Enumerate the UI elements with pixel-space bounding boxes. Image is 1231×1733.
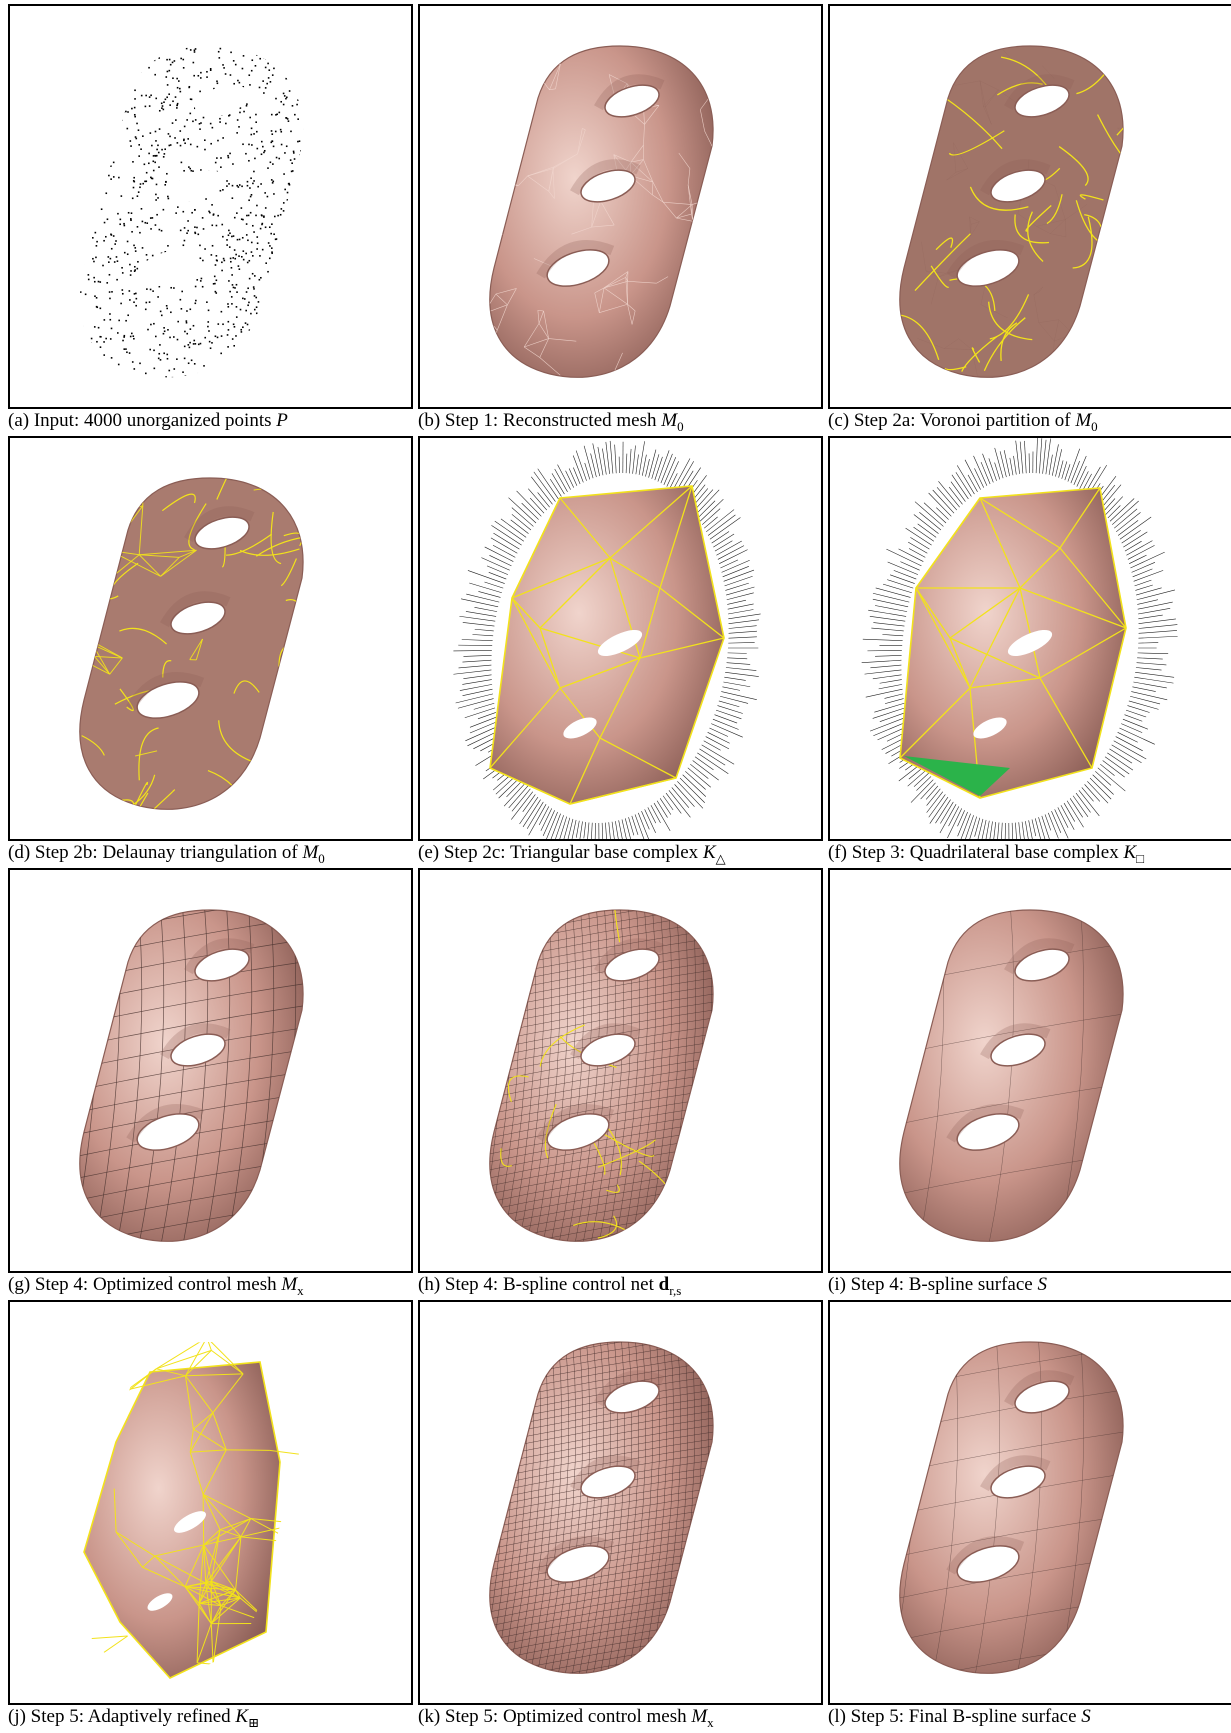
caption-symbol: M	[661, 410, 677, 431]
panel-figure	[420, 438, 821, 839]
panel-b: (b) Step 1: Reconstructed mesh M0	[418, 4, 823, 434]
panel-figure	[830, 438, 1231, 839]
panel-g: (g) Step 4: Optimized control mesh Mx	[8, 868, 413, 1298]
caption-subscript: x	[297, 1283, 304, 1298]
caption-subscript: x	[707, 1715, 714, 1730]
panel-caption: (b) Step 1: Reconstructed mesh M0	[418, 410, 828, 432]
caption-subscript: 0	[1091, 419, 1098, 434]
panel-caption: (f) Step 3: Quadrilateral base complex K…	[828, 842, 1231, 864]
panel-image	[8, 436, 413, 841]
panel-caption: (a) Input: 4000 unorganized points P	[8, 410, 418, 432]
panel-d: (d) Step 2b: Delaunay triangulation of M…	[8, 436, 413, 866]
panel-image	[828, 4, 1231, 409]
panel-caption: (e) Step 2c: Triangular base complex K△	[418, 842, 828, 864]
panel-figure	[830, 6, 1231, 407]
panel-caption: (k) Step 5: Optimized control mesh Mx	[418, 1706, 828, 1728]
caption-text: (l) Step 5: Final B-spline surface	[828, 1706, 1081, 1727]
base-complex	[900, 488, 1126, 798]
caption-text: (c) Step 2a: Voronoi partition of	[828, 410, 1075, 431]
panel-c: (c) Step 2a: Voronoi partition of M0	[828, 4, 1231, 434]
caption-symbol: d	[659, 1274, 670, 1295]
caption-subscript: r,s	[669, 1283, 681, 1298]
caption-symbol: S	[1037, 1274, 1047, 1295]
panel-k: (k) Step 5: Optimized control mesh Mx	[418, 1300, 823, 1730]
panel-caption: (l) Step 5: Final B-spline surface S	[828, 1706, 1231, 1728]
caption-symbol: M	[1075, 410, 1091, 431]
caption-text: (h) Step 4: B-spline control net	[418, 1274, 659, 1295]
panel-i: (i) Step 4: B-spline surface S	[828, 868, 1231, 1298]
panel-caption: (h) Step 4: B-spline control net dr,s	[418, 1274, 828, 1296]
panel-image	[418, 436, 823, 841]
panel-image	[418, 4, 823, 409]
panel-figure	[420, 1302, 821, 1703]
caption-text: (d) Step 2b: Delaunay triangulation of	[8, 842, 302, 863]
caption-text: (g) Step 4: Optimized control mesh	[8, 1274, 281, 1295]
panel-image	[8, 868, 413, 1273]
panel-e: (e) Step 2c: Triangular base complex K△	[418, 436, 823, 866]
panel-figure	[10, 438, 411, 839]
caption-text: (k) Step 5: Optimized control mesh	[418, 1706, 691, 1727]
panel-a: (a) Input: 4000 unorganized points P	[8, 4, 413, 434]
panel-figure	[420, 6, 821, 407]
panel-image	[8, 4, 413, 409]
panel-caption: (c) Step 2a: Voronoi partition of M0	[828, 410, 1231, 432]
point-hole	[133, 243, 204, 293]
caption-symbol: M	[691, 1706, 707, 1727]
caption-subscript: 0	[677, 419, 684, 434]
point-hole	[191, 79, 253, 123]
panel-caption: (d) Step 2b: Delaunay triangulation of M…	[8, 842, 418, 864]
point-cloud	[50, 31, 342, 392]
caption-symbol: K	[235, 1706, 248, 1727]
panel-caption: (g) Step 4: Optimized control mesh Mx	[8, 1274, 418, 1296]
panel-figure	[830, 870, 1231, 1271]
panel-figure	[10, 6, 411, 407]
caption-subscript: ⊞	[248, 1715, 259, 1730]
caption-text: (j) Step 5: Adaptively refined	[8, 1706, 235, 1727]
panel-figure	[10, 870, 411, 1271]
panel-image	[418, 868, 823, 1273]
panel-f: (f) Step 3: Quadrilateral base complex K…	[828, 436, 1231, 866]
panel-caption: (j) Step 5: Adaptively refined K⊞	[8, 1706, 418, 1728]
caption-symbol: P	[276, 410, 288, 431]
caption-text: (a) Input: 4000 unorganized points	[8, 410, 276, 431]
panel-figure	[830, 1302, 1231, 1703]
caption-symbol: M	[281, 1274, 297, 1295]
panel-image	[828, 436, 1231, 841]
caption-symbol: S	[1081, 1706, 1091, 1727]
caption-text: (e) Step 2c: Triangular base complex	[418, 842, 703, 863]
panel-caption: (i) Step 4: B-spline surface S	[828, 1274, 1231, 1296]
caption-symbol: M	[302, 842, 318, 863]
panel-image	[828, 868, 1231, 1273]
caption-subscript: 0	[318, 851, 325, 866]
panel-l: (l) Step 5: Final B-spline surface S	[828, 1300, 1231, 1730]
panel-figure	[10, 1302, 411, 1703]
caption-text: (i) Step 4: B-spline surface	[828, 1274, 1037, 1295]
caption-symbol: K	[703, 842, 716, 863]
caption-symbol: K	[1123, 842, 1136, 863]
panel-image	[828, 1300, 1231, 1705]
panel-h: (h) Step 4: B-spline control net dr,s	[418, 868, 823, 1298]
caption-subscript: □	[1136, 851, 1144, 866]
panel-j: (j) Step 5: Adaptively refined K⊞	[8, 1300, 413, 1730]
caption-text: (f) Step 3: Quadrilateral base complex	[828, 842, 1123, 863]
panel-image	[8, 1300, 413, 1705]
panel-image	[418, 1300, 823, 1705]
caption-subscript: △	[716, 851, 726, 866]
panel-figure	[420, 870, 821, 1271]
point-hole	[167, 164, 229, 208]
caption-text: (b) Step 1: Reconstructed mesh	[418, 410, 661, 431]
